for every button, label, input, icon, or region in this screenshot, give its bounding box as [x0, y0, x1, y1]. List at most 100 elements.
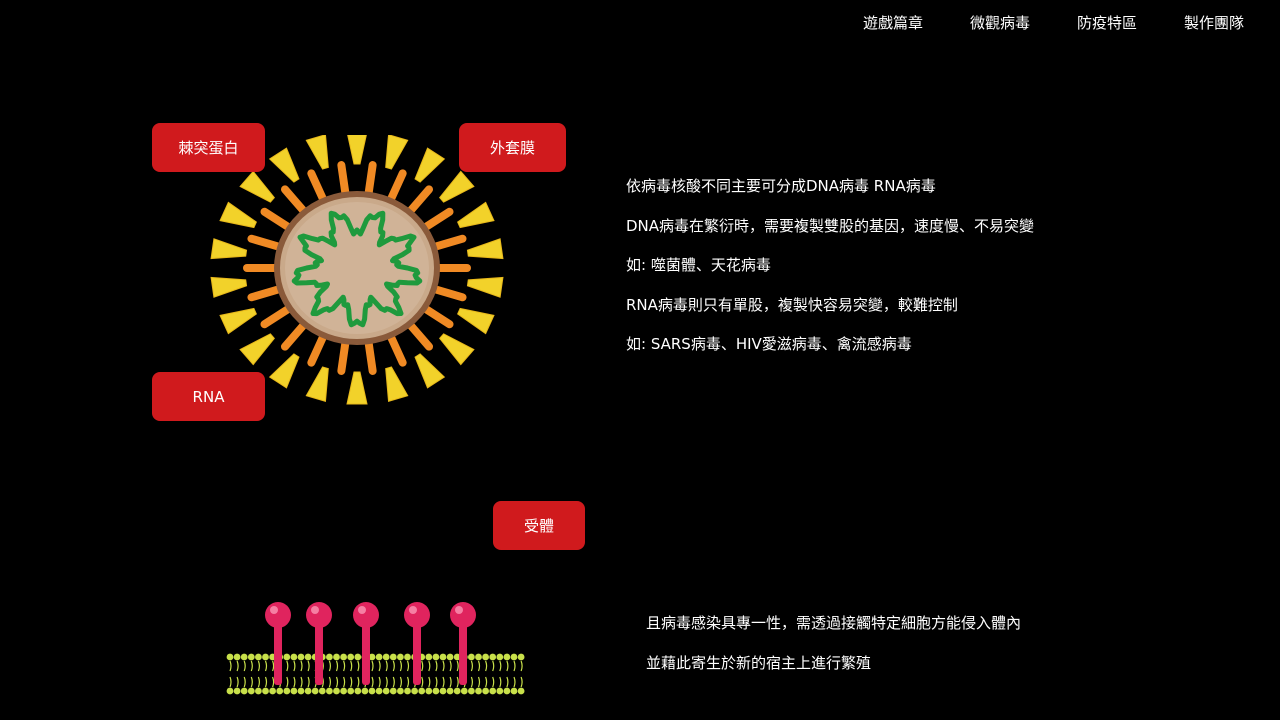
lipid-tail: [399, 660, 402, 672]
lipid-tail: [456, 660, 459, 672]
rna-label[interactable]: RNA: [152, 372, 265, 421]
lipid-tail: [371, 660, 374, 672]
lipid-tail: [307, 676, 310, 688]
spike-protein: [439, 170, 475, 203]
lipid-head: [397, 653, 404, 661]
spike-protein: [385, 135, 409, 170]
spike-protein: [457, 307, 495, 335]
cell-membrane-illustration: [226, 602, 525, 695]
lipid-head: [475, 653, 482, 661]
lipid-tail: [257, 660, 260, 672]
nav-link-micro-virus[interactable]: 微觀病毒: [969, 14, 1030, 32]
lipid-head: [240, 653, 248, 661]
lipid-head: [418, 687, 426, 695]
lipid-tail: [421, 660, 424, 672]
lipid-tail: [392, 676, 395, 688]
lipid-head: [368, 687, 376, 695]
lipid-head: [247, 687, 255, 695]
lipid-head: [269, 687, 276, 695]
lipid-head: [397, 687, 404, 695]
receptor-highlight: [409, 606, 417, 614]
lipid-tail: [236, 660, 239, 672]
lipid-tail: [442, 660, 445, 672]
spike-protein-label[interactable]: 棘突蛋白: [152, 123, 265, 172]
receptor-stem: [413, 613, 421, 685]
lipid-tail: [485, 660, 488, 672]
lipid-tail: [300, 676, 303, 688]
lipid-head: [510, 687, 518, 695]
lipid-head: [326, 687, 333, 695]
lipid-tail: [250, 660, 253, 672]
lipid-tail: [328, 676, 331, 688]
lipid-tail: [350, 660, 353, 672]
spike-protein: [347, 135, 367, 165]
lipid-tail: [385, 676, 388, 688]
spike-stalk: [337, 161, 350, 197]
nav-link-prevention-zone[interactable]: 防疫特區: [1076, 14, 1137, 32]
receptor-label[interactable]: 受體: [493, 501, 585, 550]
lipid-head: [347, 653, 355, 661]
lipid-tail: [421, 676, 424, 688]
lipid-tail: [343, 676, 346, 688]
info-line: 並藉此寄生於新的宿主上進行繁殖: [646, 653, 872, 672]
spike-protein: [305, 366, 329, 402]
lipid-head: [333, 653, 340, 661]
lipid-tail: [477, 676, 481, 688]
spike-proteins: [210, 135, 504, 405]
receptor-head: [353, 602, 379, 628]
spike-stalk: [406, 321, 434, 351]
spike-protein: [210, 238, 248, 260]
lipid-tail: [485, 676, 488, 688]
lipid-tail: [357, 676, 360, 688]
lipid-head: [389, 687, 397, 695]
receptor-head: [306, 602, 332, 628]
receptor-stem: [362, 613, 370, 685]
receptor-stem: [274, 613, 282, 685]
lipid-head: [489, 687, 497, 695]
lipid-tail: [456, 676, 459, 688]
lipid-tail: [406, 676, 410, 688]
lipid-tail: [506, 660, 509, 672]
lipid-head: [283, 687, 291, 695]
info-line: 依病毒核酸不同主要可分成DNA病毒 RNA病毒: [626, 177, 936, 195]
lipid-head: [517, 653, 525, 661]
lipid-head: [283, 653, 291, 661]
lipid-head: [468, 653, 475, 661]
nav-link-production-team[interactable]: 製作團隊: [1183, 14, 1244, 32]
lipid-head: [354, 687, 362, 695]
lipid-head: [482, 687, 489, 695]
envelope-label[interactable]: 外套膜: [459, 123, 566, 172]
lipid-head: [503, 687, 511, 695]
spike-protein: [457, 201, 495, 229]
nav-link-game-chapters[interactable]: 遊戲篇章: [862, 14, 923, 32]
lipid-tail: [350, 676, 353, 688]
lipid-tail: [300, 660, 303, 672]
spike-stalk: [421, 207, 454, 231]
lipid-tail: [520, 676, 523, 688]
lipid-tail: [470, 660, 473, 672]
lipid-tail: [272, 676, 275, 688]
lipid-head: [439, 653, 447, 661]
lipid-head: [290, 687, 298, 695]
lipid-head: [503, 653, 511, 661]
spike-protein: [346, 371, 368, 405]
virus-illustration: [210, 135, 504, 405]
rna-strand: [291, 210, 423, 328]
lipid-head: [446, 653, 454, 661]
spike-stalks: [243, 161, 471, 375]
spike-protein: [466, 238, 504, 260]
lipid-head: [304, 687, 312, 695]
infection-specificity-info: 且病毒感染具專一性，需透過接觸特定細胞方能侵入體內 並藉此寄生於新的宿主上進行繁…: [646, 612, 1021, 691]
lipid-head: [453, 687, 461, 695]
lipid-tail: [435, 676, 438, 688]
receptors: [265, 602, 476, 685]
lipid-tail: [343, 660, 346, 672]
lipid-tail: [492, 676, 495, 688]
lipid-tail: [236, 676, 239, 688]
lipid-tail: [286, 676, 289, 688]
spike-stalk: [387, 333, 407, 367]
spike-stalk: [421, 305, 454, 329]
lipid-tail: [428, 660, 431, 672]
receptor-head: [265, 602, 291, 628]
receptor-stem: [315, 613, 323, 685]
